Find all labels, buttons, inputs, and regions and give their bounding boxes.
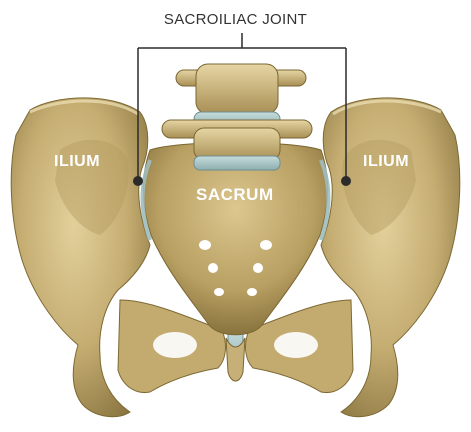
si-joint-right-marker bbox=[341, 176, 351, 186]
si-joint-left-marker bbox=[133, 176, 143, 186]
label-sacrum: SACRUM bbox=[196, 185, 274, 205]
label-ilium-left: ILIUM bbox=[54, 153, 100, 171]
label-ilium-right: ILIUM bbox=[363, 153, 409, 171]
